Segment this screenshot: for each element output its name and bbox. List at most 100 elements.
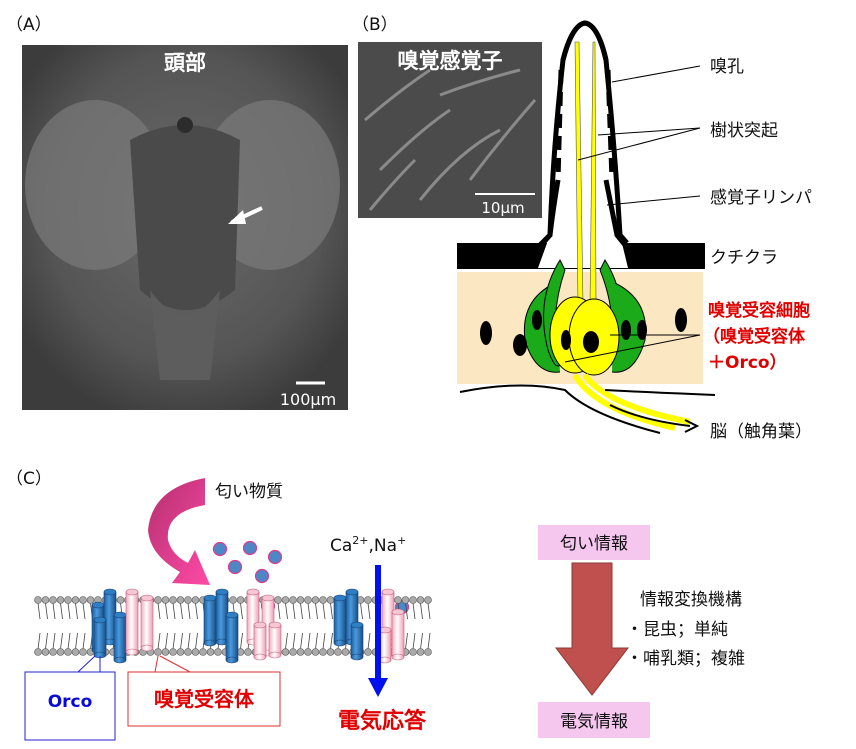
- lipid-tail: [82, 632, 86, 650]
- lipid-head: [416, 596, 425, 604]
- odor-info-label: 匂い情報: [560, 534, 628, 554]
- lipid-tail: [157, 602, 161, 620]
- orco-subunit: [225, 611, 239, 664]
- arrow-head: [228, 210, 246, 224]
- lipid-tail: [315, 632, 318, 650]
- ion-ca: Ca: [330, 536, 352, 556]
- label-orn: 嗅覚受容細胞: [708, 300, 810, 321]
- lipid-tail: [307, 602, 311, 620]
- lipid-head: [64, 648, 72, 656]
- lipid-tail: [412, 632, 416, 650]
- lipid-tail: [165, 632, 168, 650]
- lipid-head: [289, 596, 297, 604]
- lipid-head: [274, 596, 282, 604]
- odorant-molecule: [227, 559, 243, 575]
- receptor-subunit: [378, 626, 392, 664]
- lipid-tail: [307, 632, 311, 650]
- lipid-head: [281, 648, 290, 656]
- mammal-label: ・哺乳類；複雑: [626, 649, 745, 669]
- label-lymph: 感覚子リンパ: [710, 188, 812, 208]
- ion-na-sup: +: [397, 534, 406, 547]
- lipid-head: [214, 648, 222, 656]
- label-dendrite: 樹状突起: [710, 121, 778, 141]
- lipid-head: [296, 596, 305, 604]
- lipid-head: [184, 596, 192, 604]
- lipid-tail: [52, 632, 56, 650]
- lipid-head: [191, 648, 200, 656]
- lipid-tail: [180, 602, 183, 620]
- label-orn-receptor: （嗅覚受容体: [703, 326, 806, 347]
- orco-subunit: [93, 616, 107, 659]
- head-sem-photo: [22, 45, 348, 410]
- lipid-head: [341, 648, 350, 656]
- lipid-head: [41, 596, 50, 604]
- photo-b-title: 嗅覚感覚子: [398, 49, 503, 73]
- orco-callout-pointer: [77, 655, 101, 673]
- lipid-head: [116, 596, 125, 604]
- panel-c-label: （C）: [6, 469, 52, 489]
- lipid-tail: [75, 632, 78, 650]
- lipid-tail: [292, 602, 296, 620]
- lipid-tail: [52, 602, 56, 620]
- receptor-callout-pointer: [154, 655, 191, 673]
- lipid-head: [79, 596, 87, 604]
- lipid-head: [49, 648, 57, 656]
- lipid-head: [64, 596, 72, 604]
- lipid-head: [326, 648, 335, 656]
- lipid-head: [191, 596, 200, 604]
- lipid-head: [364, 648, 372, 656]
- lipid-tail: [277, 602, 281, 620]
- lipid-head: [416, 648, 425, 656]
- lipid-head: [304, 648, 312, 656]
- lipid-tail: [292, 632, 296, 650]
- lipid-tail: [67, 632, 71, 650]
- lipid-tail: [37, 602, 41, 620]
- orco-subunit: [113, 611, 127, 664]
- lipid-head: [244, 648, 252, 656]
- lipid-head: [236, 596, 245, 604]
- label-brain: 脳（触角葉）: [710, 422, 812, 442]
- lipid-head: [206, 648, 215, 656]
- lipid-tail: [165, 602, 168, 620]
- orco-subunit: [350, 621, 364, 661]
- lipid-tail: [60, 602, 63, 620]
- lipid-tail: [60, 632, 63, 650]
- lipid-head: [56, 596, 65, 604]
- electric-response-label: 電気応答: [338, 708, 427, 734]
- lipid-head: [71, 596, 80, 604]
- scale-label-b: 10μm: [481, 199, 524, 217]
- odorant-molecule: [242, 540, 258, 556]
- odorant-molecule: [212, 541, 228, 557]
- odorant-molecule: [267, 549, 283, 565]
- label-orn-orco: ＋Orco）: [708, 352, 787, 373]
- lipid-head: [424, 648, 432, 656]
- sensilla-sem-photo: [358, 42, 542, 218]
- lipid-head: [161, 596, 170, 604]
- receptor-callout-box: [127, 671, 281, 727]
- lipid-tail: [330, 602, 333, 620]
- lipid-tail: [67, 602, 71, 620]
- lipid-head: [334, 648, 342, 656]
- lipid-tail: [195, 602, 198, 620]
- lipid-head: [289, 648, 297, 656]
- receptor-subunit: [391, 608, 405, 661]
- lipid-tail: [172, 632, 176, 650]
- head-title: 頭部: [164, 51, 206, 75]
- lipid-tail: [420, 632, 423, 650]
- lipid-head: [311, 596, 320, 604]
- lipid-tail: [405, 632, 408, 650]
- electric-info-box: [538, 702, 650, 738]
- lipid-head: [49, 596, 57, 604]
- lipid-head: [86, 596, 95, 604]
- lipid-tail: [322, 602, 326, 620]
- lipid-head: [364, 596, 372, 604]
- odorant-molecule: [254, 568, 270, 584]
- lipid-tail: [187, 602, 191, 620]
- lipid-head: [199, 648, 207, 656]
- ion-flow-arrow-icon: [375, 565, 381, 680]
- panel-b-label: （B）: [352, 15, 398, 35]
- lipid-tail: [285, 632, 288, 650]
- label-pore: 嗅孔: [710, 57, 744, 77]
- lipid-head: [424, 596, 432, 604]
